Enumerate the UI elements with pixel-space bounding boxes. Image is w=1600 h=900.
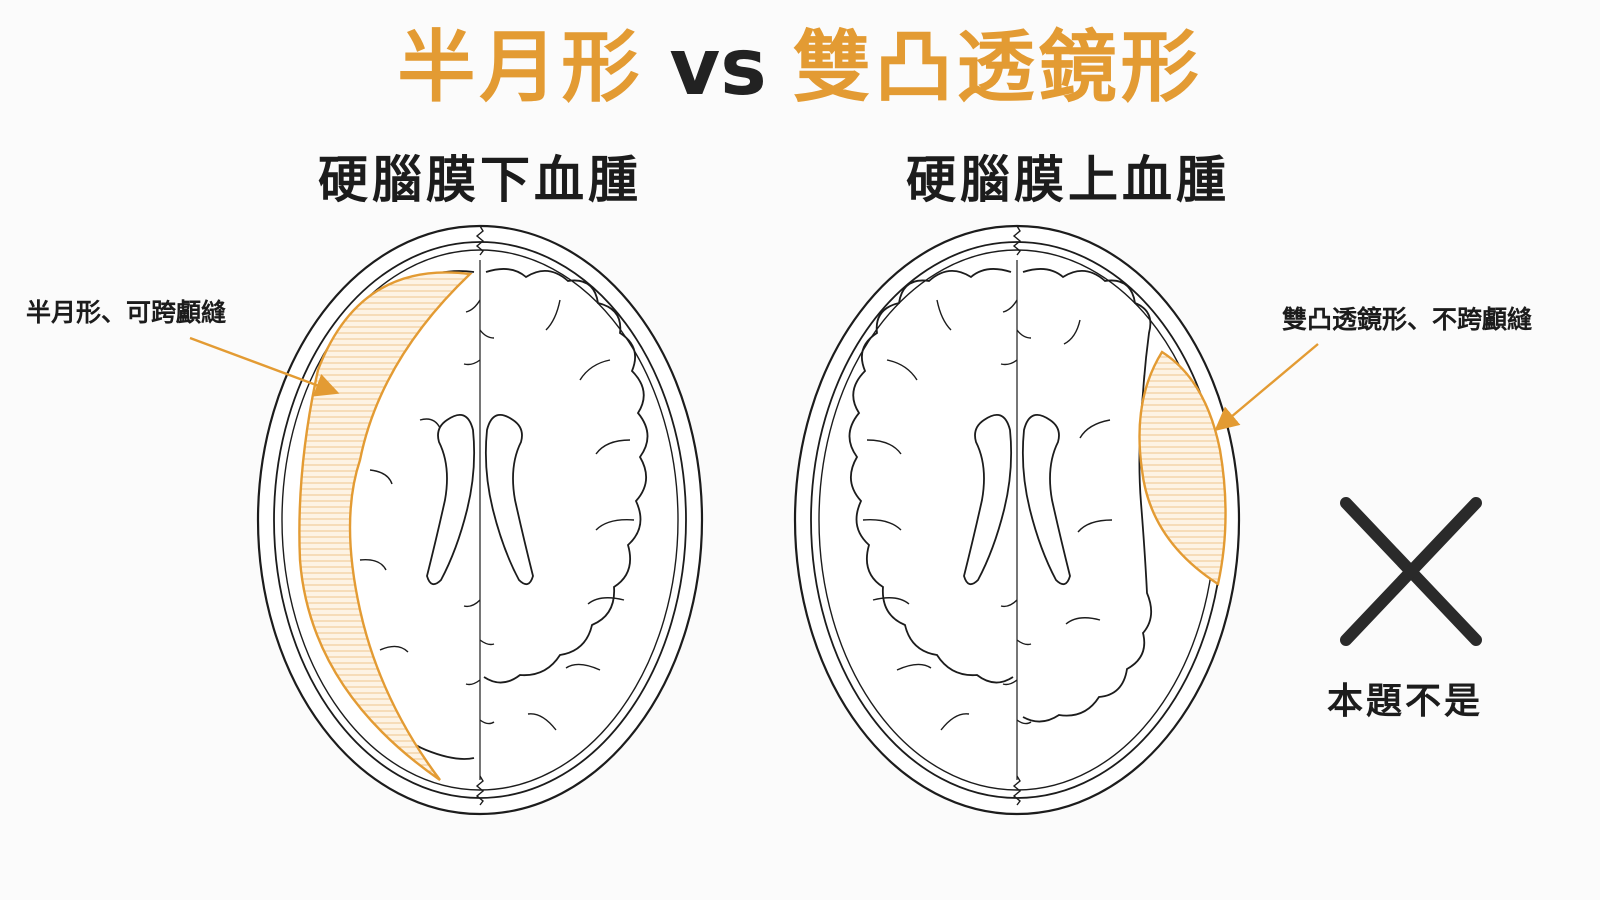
title-right: 雙凸透鏡形: [792, 23, 1203, 113]
right-lateral-ventricle: [484, 413, 534, 586]
posterior-suture-right: [1012, 775, 1022, 806]
right-hemisphere-outline: [483, 268, 649, 684]
anterior-suture-right: [1012, 225, 1022, 256]
posterior-suture: [475, 775, 485, 806]
dura-outline: [281, 249, 679, 791]
subdural-callout: 半月形、可跨顱縫: [26, 298, 227, 327]
epidural-callout: 雙凸透鏡形、不跨顱縫: [1282, 305, 1533, 334]
left-lateral-ventricle: [426, 413, 476, 586]
left-hemisphere-outline-right: [848, 268, 1014, 684]
right-lateral-ventricle-right: [1021, 413, 1071, 586]
main-title: 半月形 vs 雙凸透鏡形: [0, 18, 1600, 118]
cross-icon: [1340, 497, 1482, 646]
subdural-callout-arrow: [189, 336, 340, 397]
subdural-heading: 硬腦膜下血腫: [318, 151, 642, 209]
epidural-callout-arrow: [1214, 343, 1319, 432]
lens-hematoma: [1138, 350, 1227, 586]
verdict-label: 本題不是: [1327, 681, 1484, 722]
epidural-brain-diagram: [793, 224, 1319, 816]
subdural-brain-diagram: [189, 224, 704, 816]
crescent-hematoma: [298, 271, 473, 781]
epidural-heading: 硬腦膜上血腫: [906, 151, 1230, 209]
right-hemisphere-outline-right: [1022, 268, 1153, 723]
title-vs: vs: [669, 23, 767, 113]
sulci-lines: [359, 299, 635, 731]
anterior-suture: [475, 225, 485, 256]
left-lateral-ventricle-right: [963, 413, 1013, 586]
title-left: 半月形: [397, 23, 644, 113]
sulci-lines-right: [862, 299, 1113, 731]
